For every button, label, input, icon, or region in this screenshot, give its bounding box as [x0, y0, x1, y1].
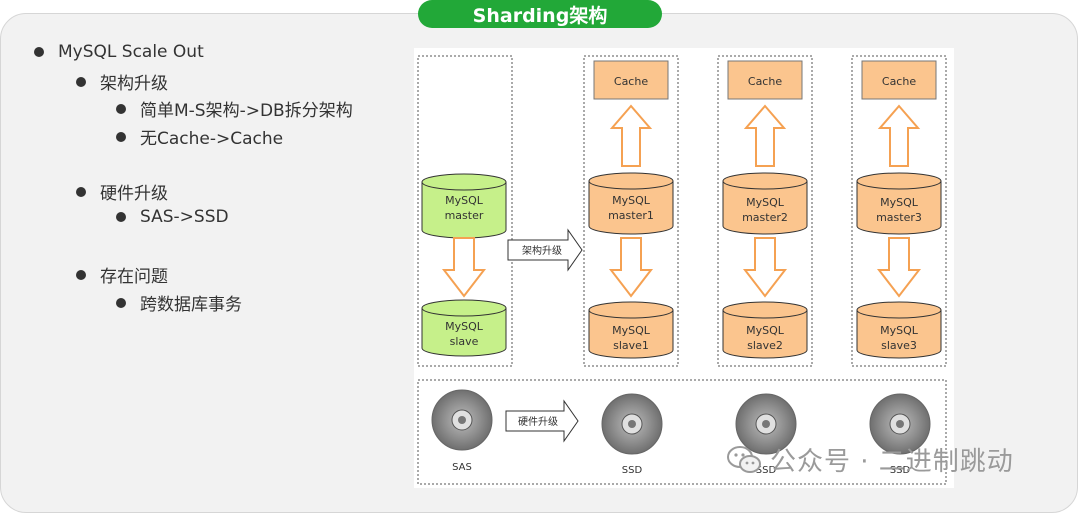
bullet-arch-b: 无Cache->Cache — [116, 124, 283, 149]
shard-2-up-arrow — [743, 104, 787, 167]
disk-sas: SAS — [431, 389, 493, 473]
bullet-arch-a: 简单M-S架构->DB拆分架构 — [116, 96, 353, 121]
shard-2-slave-label1: MySQL — [746, 324, 785, 337]
disk-ssd-1: SSD — [601, 393, 663, 476]
disk-ssd-2-label: SSD — [756, 465, 777, 476]
legacy-master-label2: master — [445, 209, 484, 222]
shard-2-cache-label: Cache — [748, 75, 782, 88]
shard-3-cache — [861, 60, 937, 100]
shard-2-slave-label2: slave2 — [747, 339, 783, 352]
legacy-group-box — [417, 55, 513, 367]
hw-upgrade-label: 硬件升级 — [518, 416, 558, 428]
disk-ssd-3: SSD — [869, 393, 931, 476]
shard-1-master-label2: master1 — [608, 209, 654, 222]
shard-2-down-arrow — [742, 237, 788, 298]
bullet-issue-a: 跨数据库事务 — [116, 290, 242, 315]
shard-1-cache-label: Cache — [614, 75, 648, 88]
arch-upgrade-arrow: 架构升级 — [507, 228, 583, 272]
shard-2-master-label1: MySQL — [746, 196, 785, 209]
shard-3-down-arrow — [876, 237, 922, 298]
bullet-arch: 架构升级 — [76, 69, 168, 94]
bullet-hw: 硬件升级 — [76, 179, 168, 204]
legacy-master-db: MySQL master — [421, 173, 507, 239]
shard-1-slave-label2: slave1 — [613, 339, 649, 352]
shard-1-up-arrow — [609, 104, 653, 167]
legacy-slave-label1: MySQL — [445, 320, 484, 333]
storage-group-box — [417, 379, 947, 485]
shard-3-master-label1: MySQL — [880, 196, 919, 209]
shard-3-master-label2: master3 — [876, 211, 922, 224]
shard-3-slave-label1: MySQL — [880, 324, 919, 337]
bullet-hw-a: SAS->SSD — [116, 207, 229, 227]
legacy-master-label1: MySQL — [445, 194, 484, 207]
watermark: 公众号 · 二进制跳动 — [726, 441, 1014, 478]
disk-ssd-1-label: SSD — [622, 465, 643, 476]
diagram-svg: MySQL master MySQL slave 架构升级 Cache MySQ… — [417, 55, 947, 485]
shard-3: Cache MySQL master3 MySQL slave3 — [851, 55, 947, 367]
disk-sas-label: SAS — [452, 462, 472, 473]
legacy-down-arrow — [441, 237, 487, 298]
legacy-slave-label2: slave — [450, 335, 479, 348]
disk-ssd-3-label: SSD — [890, 465, 911, 476]
shard-1: Cache MySQL master1 MySQL slave1 — [583, 55, 679, 367]
hw-upgrade-arrow: 硬件升级 — [505, 399, 579, 443]
bullet-l1: MySQL Scale Out — [34, 42, 204, 62]
shard-2-cache — [727, 60, 803, 100]
page-title: Sharding架构 — [418, 0, 662, 28]
disk-ssd-2: SSD — [735, 393, 797, 476]
shard-3-slave-label2: slave3 — [881, 339, 917, 352]
shard-3-cache-label: Cache — [882, 75, 916, 88]
shard-1-cache — [593, 60, 669, 100]
legacy-slave-db: MySQL slave — [421, 299, 507, 357]
shard-1-down-arrow — [608, 237, 654, 298]
shard-3-up-arrow — [877, 104, 921, 167]
arch-upgrade-label: 架构升级 — [522, 244, 562, 257]
shard-2: Cache MySQL master2 MySQL slave2 — [717, 55, 813, 367]
bullet-issue: 存在问题 — [76, 262, 168, 287]
shard-2-master-label2: master2 — [742, 211, 788, 224]
shard-1-master-label1: MySQL — [612, 194, 651, 207]
wechat-logo-icon — [727, 445, 761, 473]
watermark-text: 公众号 · 二进制跳动 — [770, 447, 1014, 477]
architecture-diagram: MySQL master MySQL slave 架构升级 Cache MySQ… — [414, 48, 954, 488]
shard-1-slave-label1: MySQL — [612, 324, 651, 337]
